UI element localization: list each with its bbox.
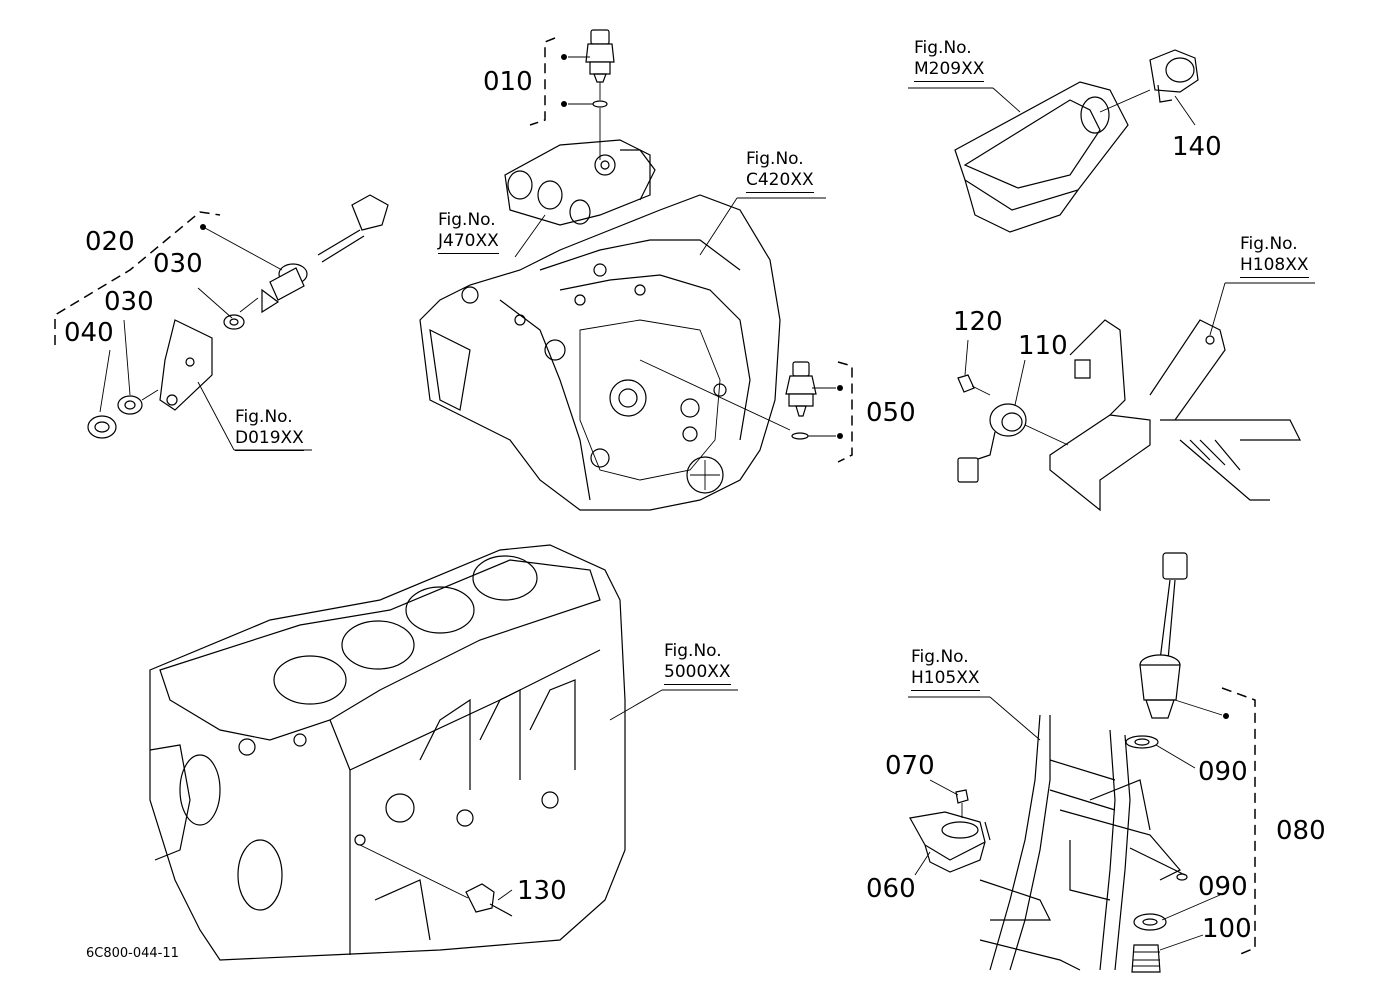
part-number-040: 040 [64, 318, 114, 348]
figure-ref-j470xx: Fig.No. J470XX [438, 212, 499, 254]
part-number-030-lower: 030 [104, 287, 154, 317]
part-number-060: 060 [866, 874, 916, 904]
part-number-020: 020 [85, 227, 135, 257]
figure-ref-number: 5000XX [664, 664, 731, 685]
figure-ref-number: M209XX [914, 61, 985, 82]
figure-ref-number: H105XX [911, 670, 980, 691]
figure-ref-number: D019XX [235, 430, 304, 451]
figure-ref-number: C420XX [746, 172, 814, 193]
transmission-housing-illustration [420, 140, 780, 510]
sensor-020-illustration [55, 195, 388, 450]
figure-ref-number: J470XX [438, 233, 499, 254]
figure-ref-label: Fig.No. [911, 647, 969, 667]
figure-ref-h105xx: Fig.No. H105XX [911, 649, 980, 691]
figure-ref-label: Fig.No. [664, 641, 722, 661]
figure-ref-label: Fig.No. [746, 149, 804, 169]
part-number-120: 120 [953, 307, 1003, 337]
bracket-and-socket-110-illustration [958, 283, 1315, 510]
part-number-080: 080 [1276, 816, 1326, 846]
part-number-070: 070 [885, 751, 935, 781]
figure-ref-number: H108XX [1240, 257, 1309, 278]
document-number: 6C800-044-11 [86, 946, 179, 961]
part-number-110: 110 [1018, 331, 1068, 361]
frame-and-sensors-illustration [908, 553, 1255, 972]
sensor-010-illustration [530, 30, 614, 160]
part-number-090-lower: 090 [1198, 872, 1248, 902]
part-number-090-upper: 090 [1198, 757, 1248, 787]
part-number-100: 100 [1202, 914, 1252, 944]
part-number-140: 140 [1172, 132, 1222, 162]
figure-ref-h108xx: Fig.No. H108XX [1240, 236, 1309, 278]
figure-ref-label: Fig.No. [914, 38, 972, 58]
part-number-030-upper: 030 [153, 249, 203, 279]
figure-ref-label: Fig.No. [1240, 234, 1298, 254]
part-number-050: 050 [866, 398, 916, 428]
engine-block-illustration [150, 545, 738, 960]
figure-ref-d019xx: Fig.No. D019XX [235, 409, 304, 451]
part-number-130: 130 [517, 876, 567, 906]
figure-ref-m209xx: Fig.No. M209XX [914, 38, 985, 82]
tray-and-socket-140-illustration [908, 50, 1198, 232]
sensor-050-illustration [640, 360, 852, 462]
part-number-010: 010 [483, 67, 533, 97]
figure-ref-c420xx: Fig.No. C420XX [746, 151, 814, 193]
figure-ref-5000xx: Fig.No. 5000XX [664, 643, 731, 685]
figure-ref-label: Fig.No. [235, 407, 293, 427]
figure-ref-label: Fig.No. [438, 210, 496, 230]
